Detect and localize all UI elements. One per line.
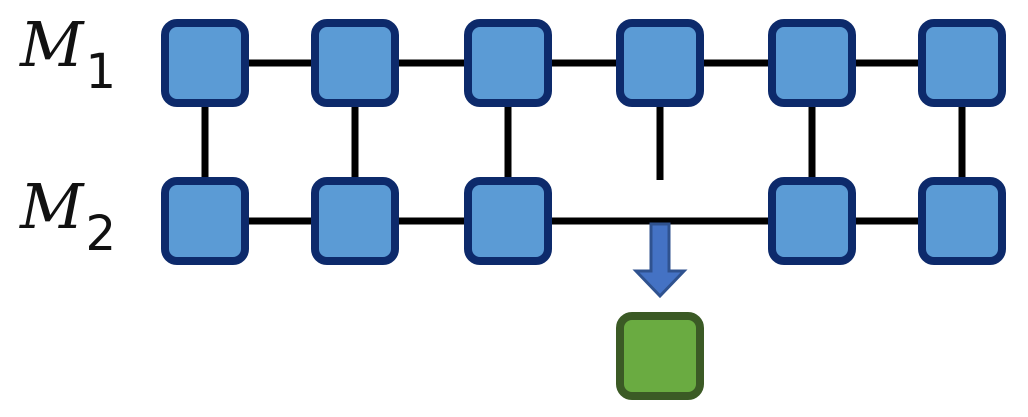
node-m2 bbox=[918, 177, 1006, 265]
node-m1 bbox=[768, 19, 856, 107]
node-m1 bbox=[311, 19, 399, 107]
row-label-subscript: 1 bbox=[85, 44, 117, 100]
node-m2 bbox=[161, 177, 249, 265]
row-label-m2: M2 bbox=[20, 176, 116, 259]
node-m1 bbox=[161, 19, 249, 107]
node-m2 bbox=[464, 177, 552, 265]
node-m1 bbox=[464, 19, 552, 107]
node-m2 bbox=[311, 177, 399, 265]
down-arrow-icon bbox=[632, 222, 688, 299]
nodes-layer bbox=[161, 19, 1006, 265]
node-m1 bbox=[616, 19, 704, 107]
row-label-subscript: 2 bbox=[85, 206, 117, 262]
row-label-m1: M1 bbox=[20, 14, 116, 97]
node-m2 bbox=[768, 177, 856, 265]
row-label-name: M bbox=[20, 170, 84, 243]
output-node bbox=[616, 312, 704, 400]
extraction-layer bbox=[616, 222, 704, 400]
row-label-name: M bbox=[20, 8, 84, 81]
node-m1 bbox=[918, 19, 1006, 107]
